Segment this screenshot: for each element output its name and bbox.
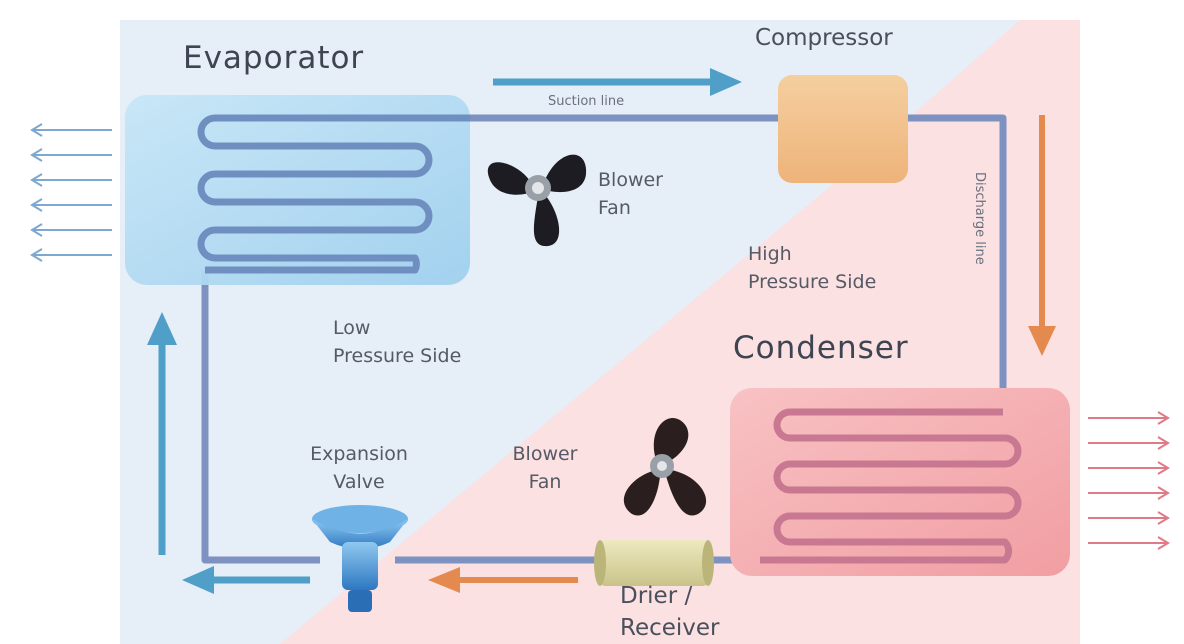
blower-fan-bottom-label-line2: Fan xyxy=(528,471,562,493)
drier-receiver-cap-right xyxy=(702,540,714,586)
high-pressure-side-label: High Pressure Side xyxy=(748,240,876,296)
drier-receiver-label-line1: Drier / xyxy=(620,583,693,609)
expansion-valve-label: Expansion Valve xyxy=(284,440,434,496)
expansion-valve-label-line2: Valve xyxy=(333,471,385,493)
low-pressure-side-label-line1: Low xyxy=(333,317,371,339)
blower-fan-top-label-line1: Blower xyxy=(598,169,663,191)
drier-receiver-label-line2: Receiver xyxy=(620,615,720,641)
hot-air-out-arrows xyxy=(1088,411,1170,550)
drier-receiver-label: Drier / Receiver xyxy=(620,580,720,644)
drier-receiver-cap-left xyxy=(594,540,606,586)
suction-line-label: Suction line xyxy=(548,94,625,109)
condenser-label: Condenser xyxy=(733,330,909,366)
high-pressure-side-label-line1: High xyxy=(748,243,792,265)
cold-air-out-arrows xyxy=(30,123,112,262)
expansion-valve-icon xyxy=(312,505,408,612)
refrigerant-pipe xyxy=(201,114,1007,564)
discharge-line-label: Discharge line xyxy=(972,172,987,265)
blower-fan-icon-bottom xyxy=(623,418,707,516)
low-pressure-side-label: Low Pressure Side xyxy=(333,314,461,370)
blower-fan-top-label: Blower Fan xyxy=(598,166,663,222)
blower-fan-bottom-label-line1: Blower xyxy=(512,443,578,465)
evaporator-coil xyxy=(197,114,470,274)
cold-flow-arrows xyxy=(147,68,742,594)
compressor-label: Compressor xyxy=(755,25,893,51)
condenser-coil xyxy=(760,408,1022,564)
blower-fan-top-label-line2: Fan xyxy=(598,197,631,219)
hot-flow-arrows xyxy=(428,115,1056,593)
drier-receiver-body xyxy=(598,540,710,586)
blower-fan-icon-top xyxy=(487,154,587,247)
compressor-body xyxy=(778,75,908,183)
high-pressure-side-label-line2: Pressure Side xyxy=(748,271,877,293)
blower-fan-bottom-label: Blower Fan xyxy=(500,440,590,496)
expansion-valve-label-line1: Expansion xyxy=(310,443,408,465)
evaporator-label: Evaporator xyxy=(183,40,365,76)
low-pressure-side-label-line2: Pressure Side xyxy=(333,345,462,367)
